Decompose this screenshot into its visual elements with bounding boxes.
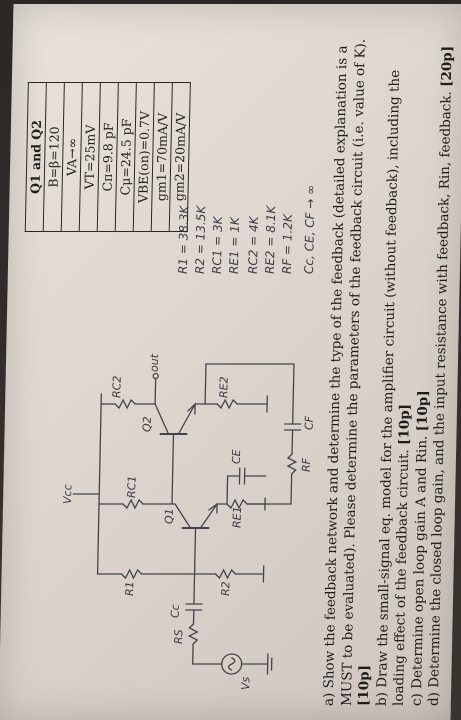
q1-label: Q1: [162, 508, 176, 524]
rs-label: RS: [172, 629, 186, 644]
question-a-points: [10p]: [355, 664, 373, 706]
re2-resistor: [216, 398, 238, 410]
rc2-label: RC2: [110, 375, 124, 398]
vcc-label: Vcc: [61, 484, 75, 504]
re1-label: RE1: [230, 506, 244, 528]
out-label: out: [147, 353, 162, 372]
r2-resistor: [214, 568, 237, 580]
cc-label: Cc: [168, 604, 182, 618]
rotated-page-content: Vcc RC2 RC1 R1 R2 RE1 RE2 CE Cc RS Vs Q1…: [0, 4, 461, 720]
rf-resistor: [286, 453, 298, 475]
q2-label: Q2: [140, 416, 154, 432]
rf-label: RF: [299, 458, 313, 472]
value-re2: RE2 = 8.1K: [262, 205, 279, 274]
value-rc1: RC1 = 3K: [209, 216, 226, 274]
re1-resistor: [226, 498, 248, 510]
re2-label: RE2: [217, 376, 231, 398]
value-re1: RE1 = 1K: [226, 217, 243, 274]
value-rf: RF = 1.2K: [279, 214, 296, 274]
vs-label: Vs: [239, 676, 253, 690]
rc1-label: RC1: [125, 475, 139, 498]
ce-label: CE: [229, 449, 244, 464]
r1-resistor: [120, 568, 143, 580]
question-c-points: [10p]: [414, 390, 431, 432]
question-d-points: [20p]: [438, 45, 456, 87]
r2-label: R2: [219, 581, 233, 596]
value-r2: R2 = 13.5K: [192, 205, 209, 274]
exam-sheet: Vcc RC2 RC1 R1 R2 RE1 RE2 CE Cc RS Vs Q1…: [0, 4, 461, 720]
cf-label: CF: [302, 415, 316, 430]
transistor-params-table: Q1 and Q2 B=β=120 VA→∞ VT=25mV Cπ=9.8 pF…: [25, 82, 191, 232]
value-caps: Cc, CE, CF → ∞: [301, 184, 318, 274]
params-row: gm2=20mA/V: [169, 82, 191, 232]
question-b-points: [10p]: [396, 403, 414, 445]
rs-resistor: [187, 623, 199, 645]
rc2-resistor: [114, 398, 136, 410]
circuit-schematic: [72, 363, 302, 675]
rc1-resistor: [122, 498, 144, 510]
question-list: a) Show the feedback network and determi…: [321, 16, 458, 706]
r1-label: R1: [123, 581, 137, 596]
vcc-rail: [96, 393, 102, 575]
value-rc2: RC2 = 4K: [245, 216, 262, 274]
